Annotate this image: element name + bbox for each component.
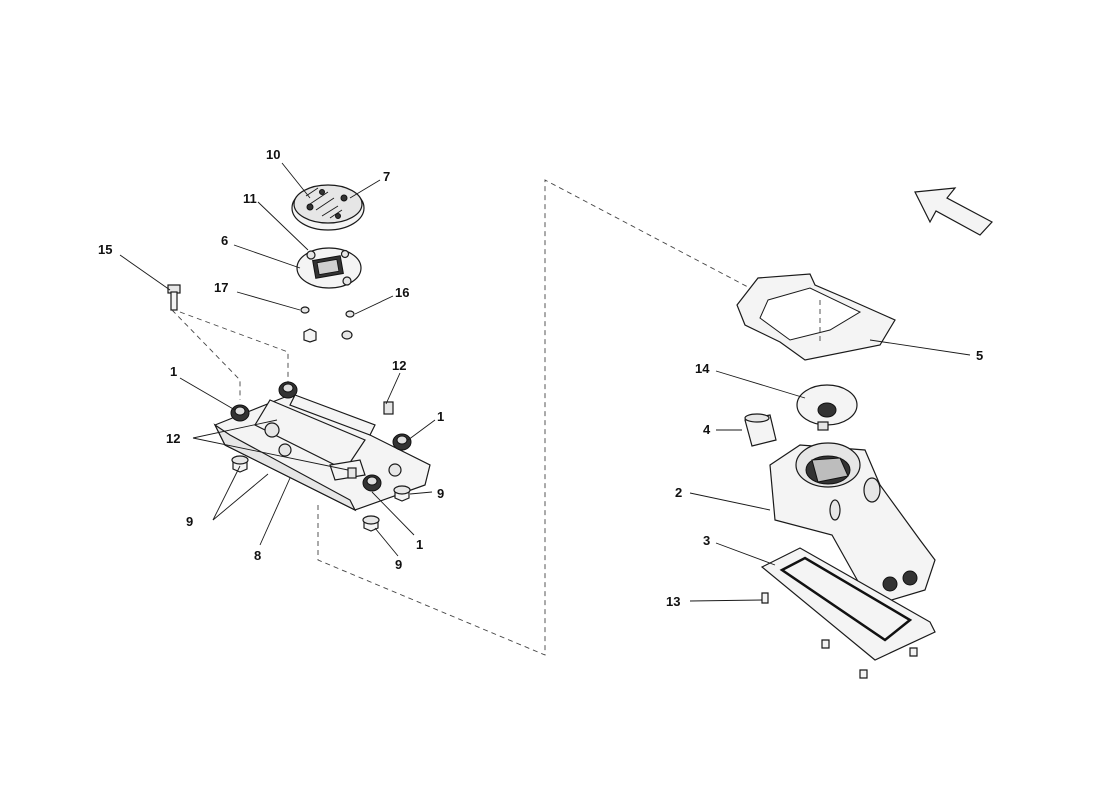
- screws: [761, 592, 918, 679]
- bolt-dashed-1: [171, 309, 241, 400]
- direction-arrow-icon: [914, 187, 993, 236]
- callout-9-bottom: 9: [395, 557, 402, 572]
- callout-13: 13: [666, 594, 680, 609]
- assembly-boundary-dashed: [317, 179, 821, 656]
- bolt: [167, 284, 181, 311]
- callout-10: 10: [266, 147, 280, 162]
- cap-plate: [796, 384, 858, 431]
- callout-17: 17: [214, 280, 228, 295]
- pins: [347, 401, 394, 479]
- callout-2: 2: [675, 485, 682, 500]
- callout-9-right: 9: [437, 486, 444, 501]
- callout-4: 4: [703, 422, 711, 437]
- callout-5: 5: [976, 348, 983, 363]
- callout-3: 3: [703, 533, 710, 548]
- callout-16: 16: [395, 285, 409, 300]
- bolt-dashed-2: [179, 311, 289, 382]
- gasket-plate: [296, 247, 362, 289]
- housing: [769, 442, 936, 603]
- callout-15: 15: [98, 242, 112, 257]
- rubber-mounts: [230, 381, 412, 492]
- callout-8: 8: [254, 548, 261, 563]
- leader-lines: [119, 162, 971, 602]
- callout-11: 11: [243, 191, 257, 206]
- callout-1-left: 1: [170, 364, 177, 379]
- bushings: [231, 455, 411, 532]
- top-frame-gasket: [736, 273, 896, 361]
- callout-6: 6: [221, 233, 228, 248]
- base-plate: [760, 547, 936, 661]
- small-nuts: [300, 306, 355, 343]
- callout-9-left: 9: [186, 514, 193, 529]
- callout-14: 14: [695, 361, 710, 376]
- cover-plate-top: [291, 184, 365, 231]
- callout-7: 7: [383, 169, 390, 184]
- callout-1-bottom: 1: [416, 537, 423, 552]
- callout-1-right: 1: [437, 409, 444, 424]
- callout-12-left: 12: [166, 431, 180, 446]
- callout-12-top: 12: [392, 358, 406, 373]
- sleeve: [744, 413, 777, 447]
